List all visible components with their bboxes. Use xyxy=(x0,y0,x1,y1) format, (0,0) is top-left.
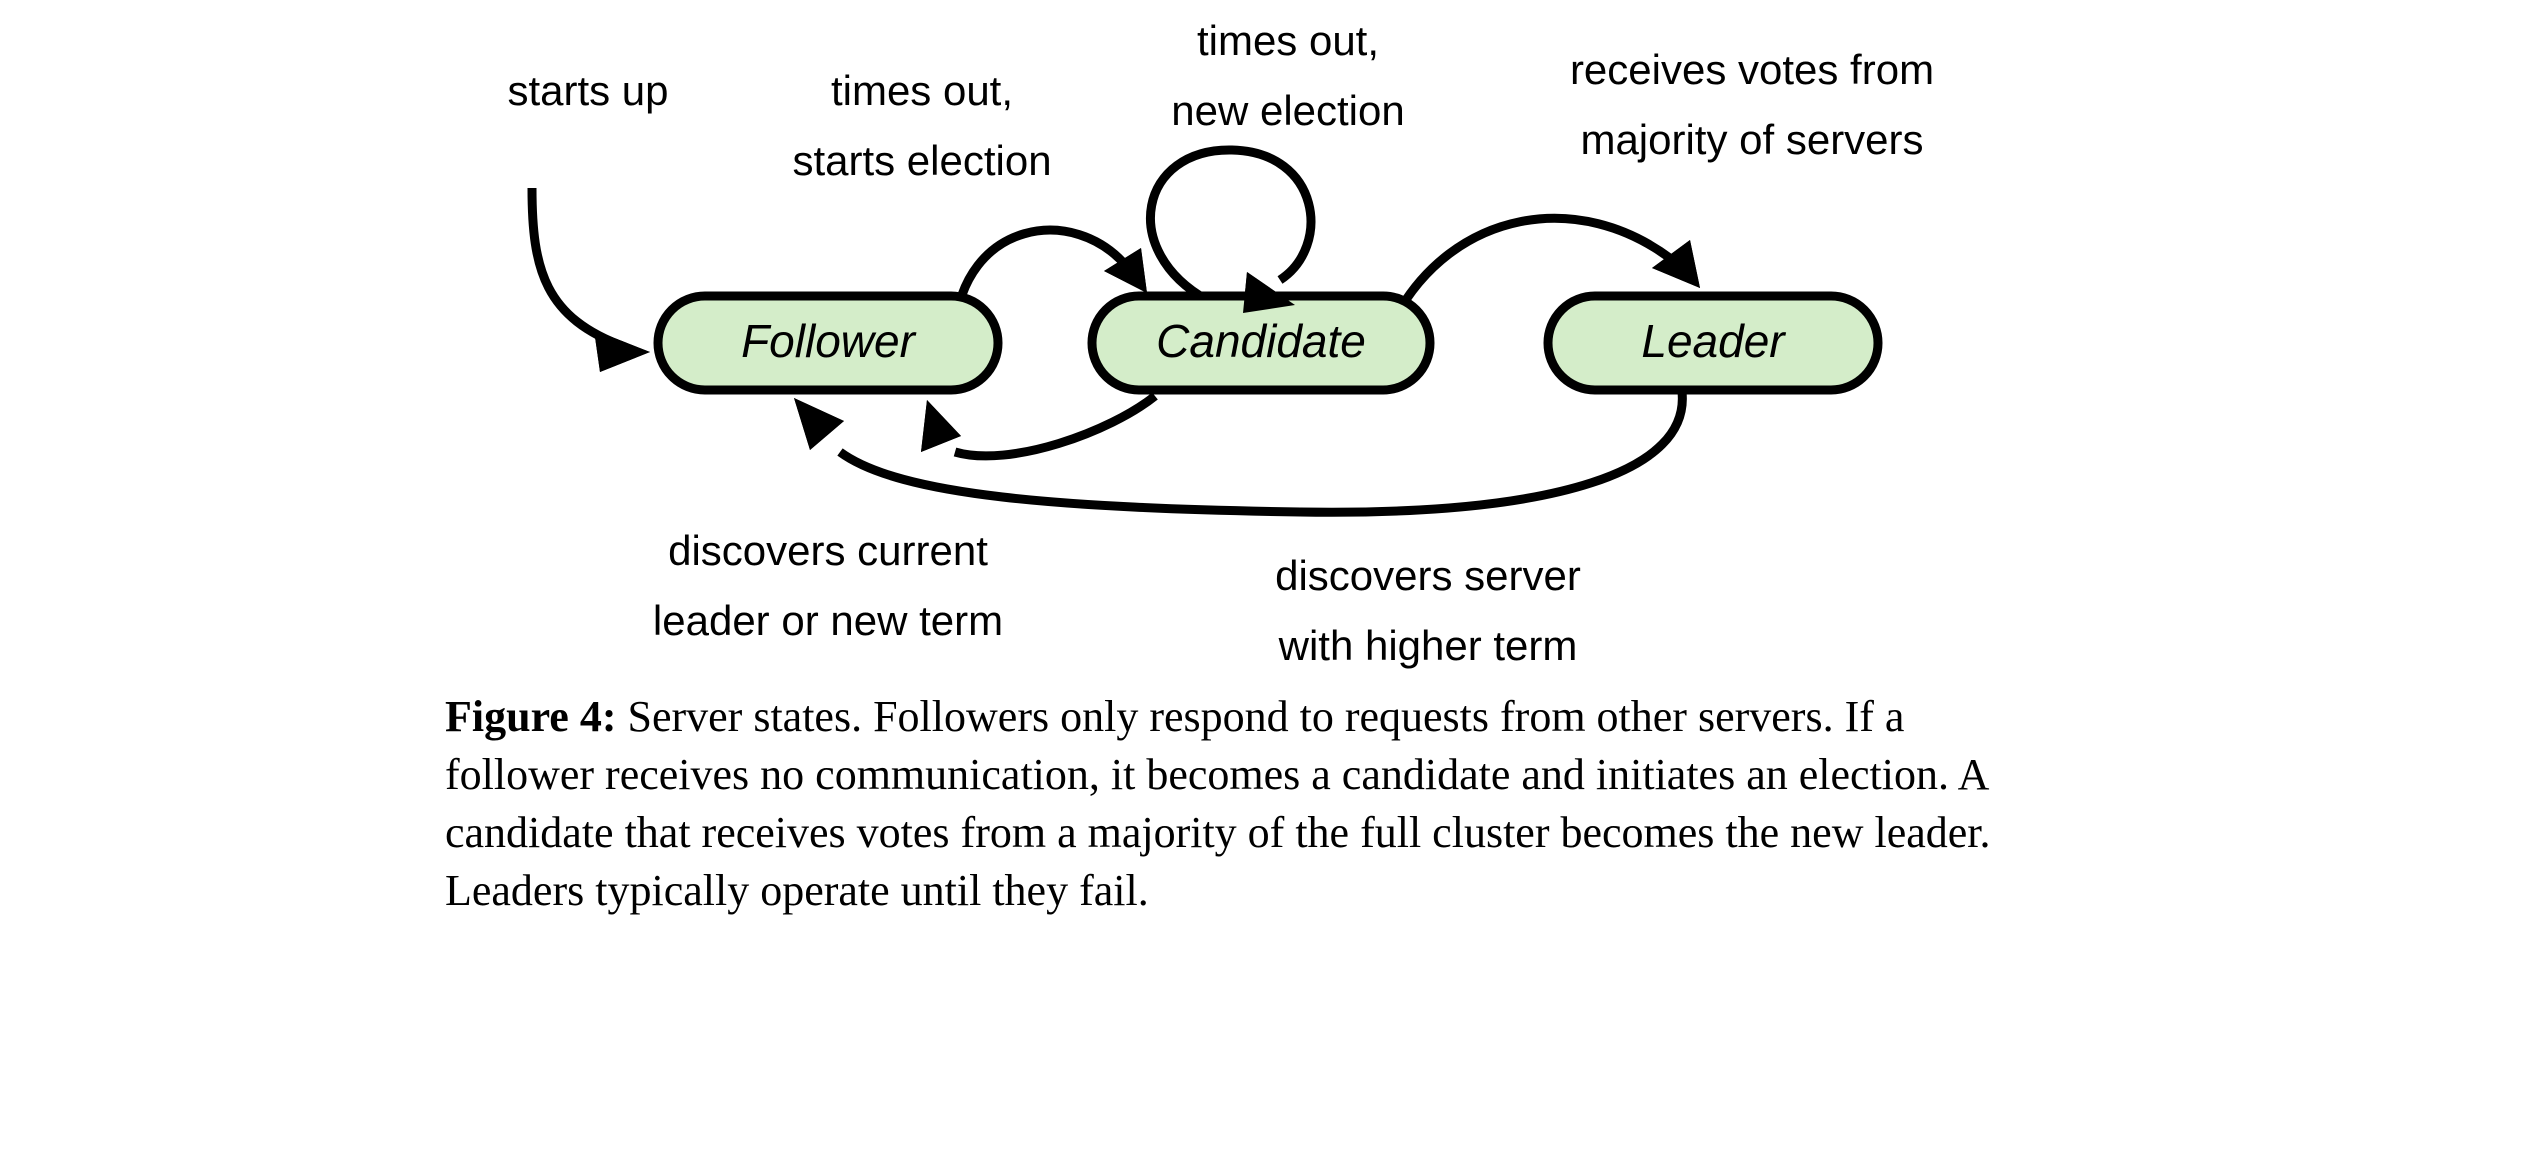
edge-label-candidate-to-leader: receives votes from majority of servers xyxy=(1570,46,1934,163)
arrowhead-startup-overlay xyxy=(594,330,650,372)
edge-label-self-line-2: new election xyxy=(1171,87,1404,134)
arrowhead-candidate-to-follower-overlay xyxy=(921,400,961,452)
edge-label-c2l-line-2: majority of servers xyxy=(1580,116,1923,163)
state-node-follower[interactable]: Follower xyxy=(653,291,1003,395)
edge-label-startup-line-1: starts up xyxy=(507,67,668,114)
edge-candidate-self-loop xyxy=(1146,145,1316,313)
state-diagram-container: starts up times out, starts election tim… xyxy=(507,17,1934,669)
arrowhead-candidate-self-overlay xyxy=(1243,272,1295,313)
edge-label-follower-to-candidate: times out, starts election xyxy=(792,67,1051,184)
state-box-leader[interactable] xyxy=(1543,291,1883,395)
arrowhead-follower-to-candidate-overlay xyxy=(1104,248,1147,293)
edge-label-startup: starts up xyxy=(507,67,668,114)
state-label-leader: Leader xyxy=(1641,315,1786,367)
edge-startup xyxy=(527,187,650,372)
edge-label-self-line-1: times out, xyxy=(1197,17,1379,64)
edge-label-leader-to-follower: discovers server with higher term xyxy=(1275,552,1581,669)
edge-label-c2l-line-1: receives votes from xyxy=(1570,46,1934,93)
edge-label-l2f-line-2: with higher term xyxy=(1278,622,1578,669)
state-label-follower: Follower xyxy=(741,315,917,367)
edge-label-c2f-line-1: discovers current xyxy=(668,527,988,574)
figure-caption-label: Figure 4: xyxy=(445,692,617,741)
edge-label-l2f-line-1: discovers server xyxy=(1275,552,1581,599)
state-box-follower[interactable] xyxy=(653,291,1003,395)
arrowhead-leader-to-follower-overlay xyxy=(794,398,844,450)
edge-label-candidate-self: times out, new election xyxy=(1171,17,1404,134)
state-label-candidate: Candidate xyxy=(1156,315,1366,367)
state-node-candidate[interactable]: Candidate xyxy=(1087,291,1435,395)
state-node-leader[interactable]: Leader xyxy=(1543,291,1883,395)
overlay-arrowheads xyxy=(594,240,1700,452)
server-states-diagram: starts up times out, starts election tim… xyxy=(507,17,1934,669)
edge-label-c2f-line-2: leader or new term xyxy=(653,597,1003,644)
figure-caption-body: Server states. Followers only respond to… xyxy=(445,692,1991,916)
edge-label-candidate-to-follower: discovers current leader or new term xyxy=(653,527,1003,644)
arrowhead-candidate-to-leader-overlay xyxy=(1652,240,1700,288)
figure-caption: Figure 4: Server states. Followers only … xyxy=(445,688,2035,920)
edge-label-f2c-line-2: starts election xyxy=(792,137,1051,184)
edge-label-f2c-line-1: times out, xyxy=(831,67,1013,114)
edge-candidate-to-follower xyxy=(921,392,1158,461)
